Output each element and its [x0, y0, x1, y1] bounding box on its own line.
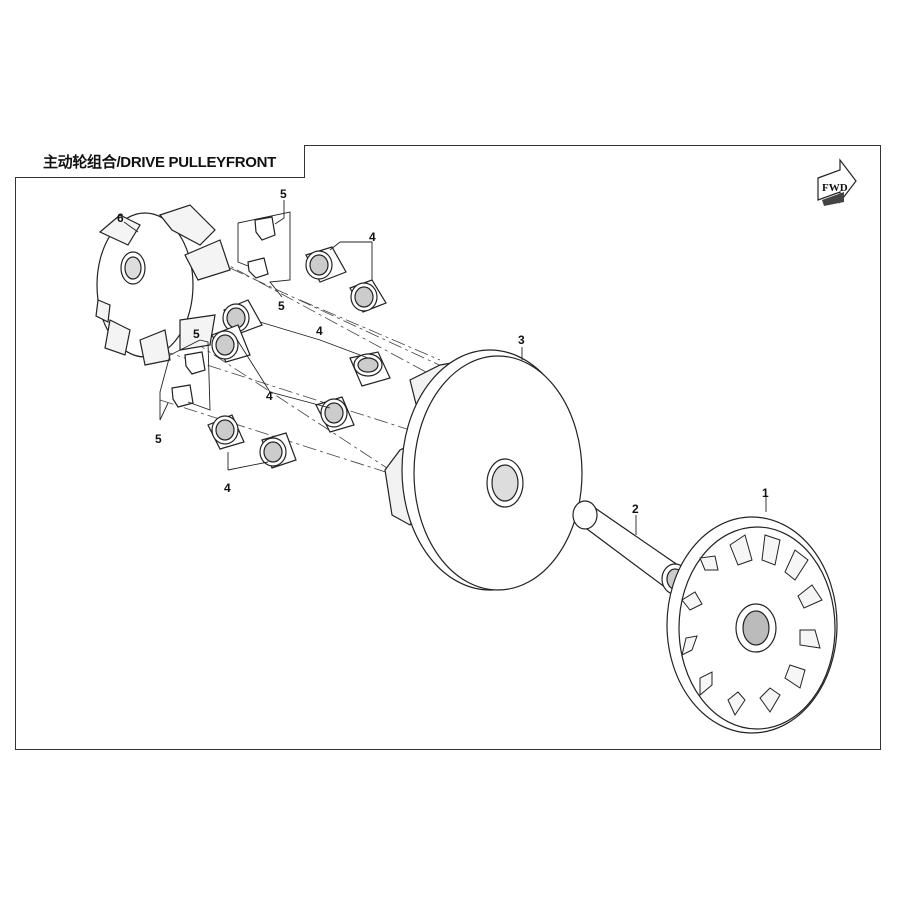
- callout-3: 3: [518, 333, 525, 347]
- callout-labels: 1 2 3 4 4 4 4 5 5 5 5 6: [117, 187, 769, 516]
- fwd-arrow-icon: FWD: [817, 158, 857, 206]
- diagram-title: 主动轮组合/DRIVE PULLEYFRONT: [42, 153, 277, 171]
- title-box: 主动轮组合/DRIVE PULLEYFRONT: [15, 145, 305, 178]
- callout-6: 6: [117, 211, 124, 225]
- callout-6-leader: [123, 221, 139, 233]
- callout-4a: 4: [369, 230, 376, 244]
- slider-leader-lines: [159, 200, 291, 421]
- fwd-label: FWD: [822, 182, 848, 194]
- movable-sheave-part: [384, 347, 583, 591]
- callout-5d: 5: [155, 432, 162, 446]
- ramp-plate-part: [95, 204, 231, 366]
- callout-5c: 5: [193, 327, 200, 341]
- callout-5a: 5: [280, 187, 287, 201]
- roller-part: [207, 246, 391, 469]
- fixed-sheave-part: [666, 495, 838, 734]
- callout-4c: 4: [266, 389, 273, 403]
- diagram-frame: [15, 145, 881, 750]
- callout-5b: 5: [278, 299, 285, 313]
- callout-4b: 4: [316, 324, 323, 338]
- slider-part: [171, 216, 276, 408]
- callout-2: 2: [632, 502, 639, 516]
- bushing-sleeve-part: [572, 500, 689, 595]
- callout-1: 1: [762, 486, 769, 500]
- callout-4d: 4: [224, 481, 231, 495]
- roller-leader-lines: [227, 241, 373, 471]
